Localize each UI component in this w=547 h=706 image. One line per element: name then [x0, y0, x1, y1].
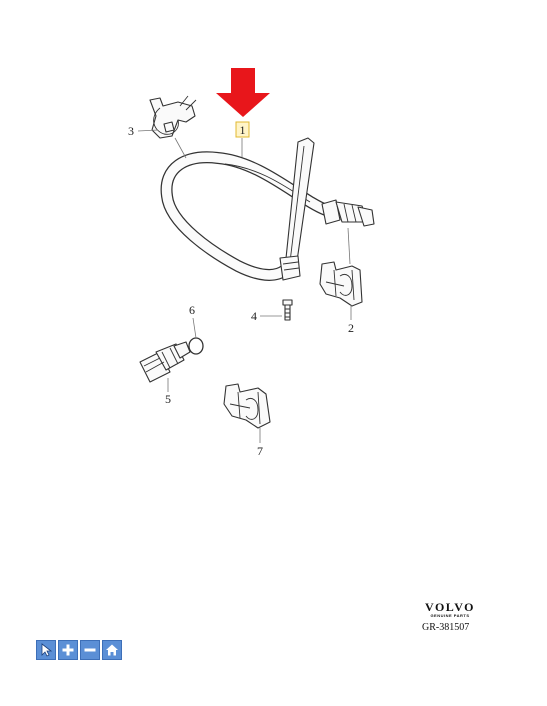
brand-logo: VOLVO GENUINE PARTS	[424, 601, 476, 619]
pressure-sensor[interactable]	[139, 341, 191, 383]
callout-2[interactable]: 2	[348, 321, 354, 335]
hose-connector	[321, 199, 375, 227]
callout-4[interactable]: 4	[251, 309, 257, 323]
mounting-bracket[interactable]	[319, 261, 363, 307]
pointer-button[interactable]	[36, 640, 56, 660]
brand-subtitle: GENUINE PARTS	[430, 613, 470, 618]
leader-line-3	[137, 129, 159, 132]
pointer-icon	[41, 643, 53, 657]
zoom-in-button[interactable]	[58, 640, 78, 660]
highlight-arrow-icon	[216, 68, 270, 117]
leader-line-2b	[347, 227, 351, 265]
viewer-toolbar	[36, 640, 122, 660]
o-ring[interactable]	[188, 337, 204, 355]
support-bracket[interactable]	[223, 383, 271, 429]
callout-7[interactable]: 7	[257, 444, 263, 458]
brand-name: VOLVO	[425, 600, 475, 614]
callout-5[interactable]: 5	[165, 392, 171, 406]
fuel-rail-pipe	[279, 137, 315, 281]
callout-1[interactable]: 1	[240, 123, 246, 137]
home-icon	[106, 644, 118, 656]
leader-line-6	[192, 317, 197, 339]
zoom-out-button[interactable]	[80, 640, 100, 660]
hose-clip[interactable]	[149, 95, 197, 139]
callout-6[interactable]: 6	[189, 303, 195, 317]
zoom-out-icon	[84, 648, 96, 652]
drawing-number: GR-381507	[422, 622, 470, 633]
home-button[interactable]	[102, 640, 122, 660]
zoom-in-icon	[62, 644, 74, 656]
leader-line-3b	[174, 137, 187, 159]
bolt[interactable]	[282, 299, 293, 321]
callout-1-box	[235, 121, 250, 138]
callout-3[interactable]: 3	[128, 124, 134, 138]
